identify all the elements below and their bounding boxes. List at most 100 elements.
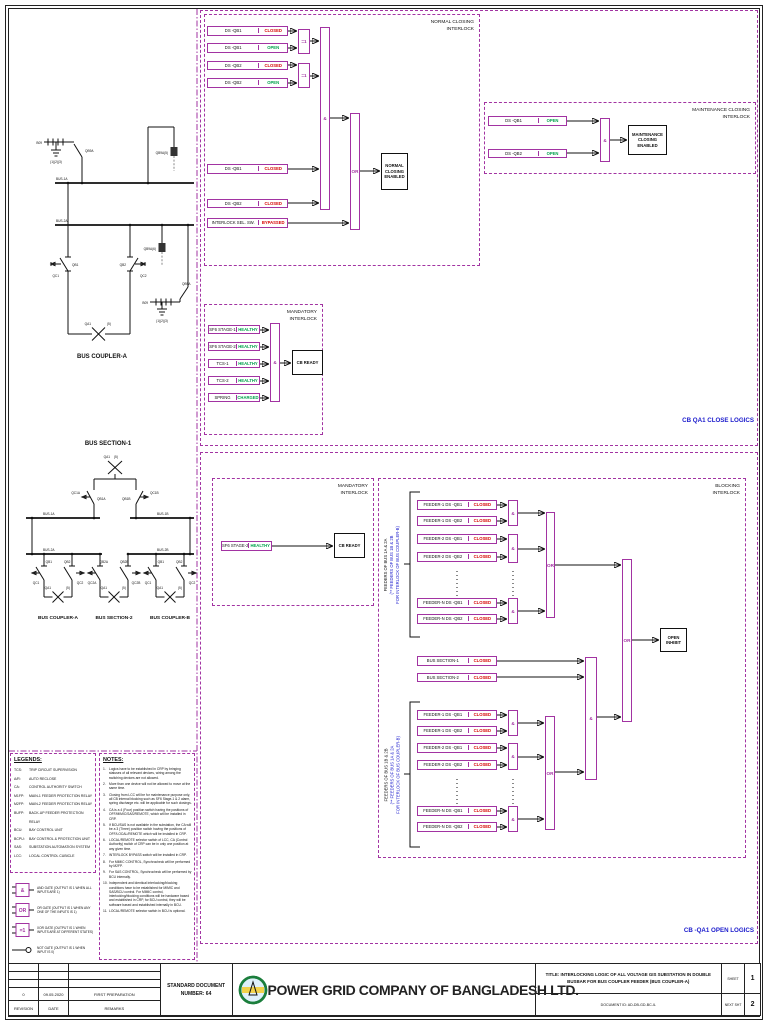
svg-text:=1: =1 [20, 928, 26, 934]
normal-closing-signal-list: DS -QB1 CLOSED DS -QB1 OPEN DS -QB2 CLOS… [207, 26, 288, 232]
bus1a-label: BUS-1A [56, 177, 68, 181]
drawing-title: TITLE: INTERLOCKING LOGIC OF ALL VOLTAGE… [545, 972, 711, 984]
qc1a-label: QC1A [71, 491, 81, 495]
sheet-frame-inner [8, 8, 760, 1017]
signal-name: DS -QB2 [224, 200, 242, 206]
drawing-title-cell: TITLE: INTERLOCKING LOGIC OF ALL VOLTAGE… [535, 964, 723, 1015]
legend-definition: BAY CONTROL & PROTECTION UNIT [29, 836, 90, 841]
signal-state: CLOSED [467, 518, 496, 524]
note-text: For SAS CONTROL, Synchrocheck will be pe… [109, 870, 192, 879]
signal-state: CLOSED [467, 600, 496, 606]
legend-abbr: BCPU: [14, 836, 25, 841]
note-number: 6. [103, 838, 106, 843]
legend-item: TCS: TRIP CIRCUIT SUPERVISION [14, 766, 94, 775]
signal-name: DS -QB2 [224, 80, 242, 86]
bay2-qc-right: QC2B [132, 581, 141, 585]
qb1a-label: QB1A [97, 497, 106, 501]
and-gate: & [270, 323, 280, 402]
note-number: 5. [103, 823, 106, 828]
or-gate: OR [350, 113, 360, 230]
revision-remarks: FIRST PREPARATION [93, 991, 135, 997]
bay3-qb-right: QB2 [176, 560, 183, 564]
revision-table: 0 09.05.2020 FIRST PREPARATION REVISION … [9, 964, 161, 1015]
note-item: 8. For MIMIC CONTROL, Synchrocheck will … [103, 860, 193, 869]
note-text: CA is a 4 (Four) position switch having … [109, 807, 189, 821]
note-text: More than one device will not be allowed… [109, 782, 191, 791]
qc1-label: QC1 [52, 274, 59, 278]
signal-state: CLOSED [467, 808, 496, 814]
qa1-top-note: (5) [114, 455, 118, 459]
signal-name: DS -QB1 [224, 166, 242, 172]
bay1-label: BUS COUPLER-A [38, 615, 79, 621]
gate-legend-description: AND GATE (OUTPUT IS 1 WHEN ALL INPUTS AR… [37, 886, 92, 894]
qb1b-label: QB1B [122, 497, 131, 501]
gate-symbol-icon: OR [12, 903, 34, 917]
signal-row: SF6 STAGE-2 HEALTHY [208, 342, 260, 351]
legend-abbr: SAS: [14, 845, 22, 850]
signal-row: FEEDER-2 DS -QB2 CLOSED [417, 552, 497, 562]
single-line-diagram-bus-section-1: BUS SECTION-1 QA1 (5) QC1A QC1B QB1A QB1… [26, 441, 197, 621]
legend-item: BCU: BAY CONTROL UNIT [14, 826, 94, 835]
normal-closing-enabled-box: NORMAL CLOSING ENABLED [381, 153, 408, 190]
note-text: Independent and identical interlocking/b… [109, 881, 190, 907]
legend-item: SAS: SUBSTATION AUTOMATION SYSTEM [14, 843, 94, 852]
signal-row: DS -QB1 CLOSED [207, 164, 288, 174]
or-gate: OR [546, 512, 555, 618]
signal-state: CLOSED [467, 536, 496, 542]
signal-state: BYPASSED [258, 220, 287, 226]
signal-row: FEEDER-1 DS -QB2 CLOSED [417, 516, 497, 526]
signal-row: BUS SECTION-1 CLOSED [417, 656, 497, 666]
note-number: 11. [103, 909, 108, 914]
signal-state: HEALTHY [236, 344, 259, 349]
legend-definition: MAIN-1 FEEDER PROTECTION RELAY [29, 793, 93, 798]
mandatory-open-signal-list: SF6 STAGE-2 HEALTHY [221, 541, 272, 553]
vt-top-label: QB9A(5) [156, 151, 168, 155]
bus1b-label: BUS-1B [157, 512, 169, 516]
bay2-qa: QA1 [101, 586, 108, 590]
xor-gate: =1 [298, 29, 310, 54]
signal-name: FEEDER-1 DS -QB1 [423, 502, 463, 508]
bay1-qb-left: QB1 [46, 560, 53, 564]
bus-section-signal-list: BUS SECTION-1 CLOSED BUS SECTION-2 CLOSE… [417, 656, 497, 684]
signal-name: TCS-2 [216, 378, 229, 383]
earth-right-label: (1)(2)(3) [156, 319, 168, 323]
note-number: 2. [103, 782, 106, 787]
next-sheet-number: 2 [750, 1001, 755, 1008]
signal-name: FEEDER-1 DS -QB1 [423, 712, 463, 718]
legend-item: LCC: LOCAL CONTROL CUBICLE [14, 852, 94, 861]
or-gate: OR [545, 716, 555, 830]
mandatory-close-signal-list: SF6 STAGE-1 HEALTHY SF6 STAGE-2 HEALTHY … [208, 325, 260, 405]
ct-right-label: B09 [142, 301, 148, 305]
revision-number: 0 [9, 988, 39, 1000]
signal-row: FEEDER-2 DS -QB1 CLOSED [417, 534, 497, 544]
signal-name: FEEDER-2 DS -QB1 [423, 536, 463, 542]
single-line-diagram-bus-coupler-a: BUS-1A BUS-2A QB1 QC1 QA1 (5) QB2 [36, 126, 194, 360]
sheet-label-cell: SHEET NEXT SHT [722, 964, 746, 1015]
signal-state: OPEN [258, 45, 287, 51]
qb2-label: QB2 [120, 263, 127, 267]
legend-abbr: CA: [14, 785, 20, 790]
signal-name: DS -QB2 [505, 150, 522, 156]
legends-title: LEGENDS: [14, 757, 42, 763]
bay1-qa: QA1 [45, 586, 52, 590]
signal-row: FEEDER-1 DS -QB1 CLOSED [417, 500, 497, 510]
gate-symbol-icon: =1 [12, 923, 34, 937]
note-item: 2. More than one device will not be allo… [103, 782, 193, 791]
not-gate-icon [12, 947, 32, 953]
signal-name: FEEDER-N DS -QB2 [423, 824, 463, 830]
note-item: 4. CA is a 4 (Four) position switch havi… [103, 808, 193, 821]
legend-definition: BACK-UP FEEDER PROTECTION RELAY [29, 810, 84, 824]
signal-name: DS -QB1 [224, 28, 242, 34]
signal-row: INTERLOCK SEL. SW. BYPASSED [207, 218, 288, 228]
bus2a-label: BUS-2A [43, 548, 55, 552]
signal-name: FEEDER-N DS -QB2 [423, 616, 463, 622]
svg-text:OR: OR [19, 908, 27, 914]
and-gate: & [585, 657, 597, 780]
signal-name: SF6 STAGE-2 [222, 543, 249, 549]
signal-row: FEEDER-2 DS -QB2 CLOSED [417, 760, 497, 770]
bay1-qc-right: QC2 [77, 581, 84, 585]
signal-name: DS -QB1 [224, 45, 242, 51]
gate-legend-row: & AND GATE (OUTPUT IS 1 WHEN ALL INPUTS … [12, 880, 96, 900]
signal-row: TCS-2 HEALTHY [208, 376, 260, 385]
